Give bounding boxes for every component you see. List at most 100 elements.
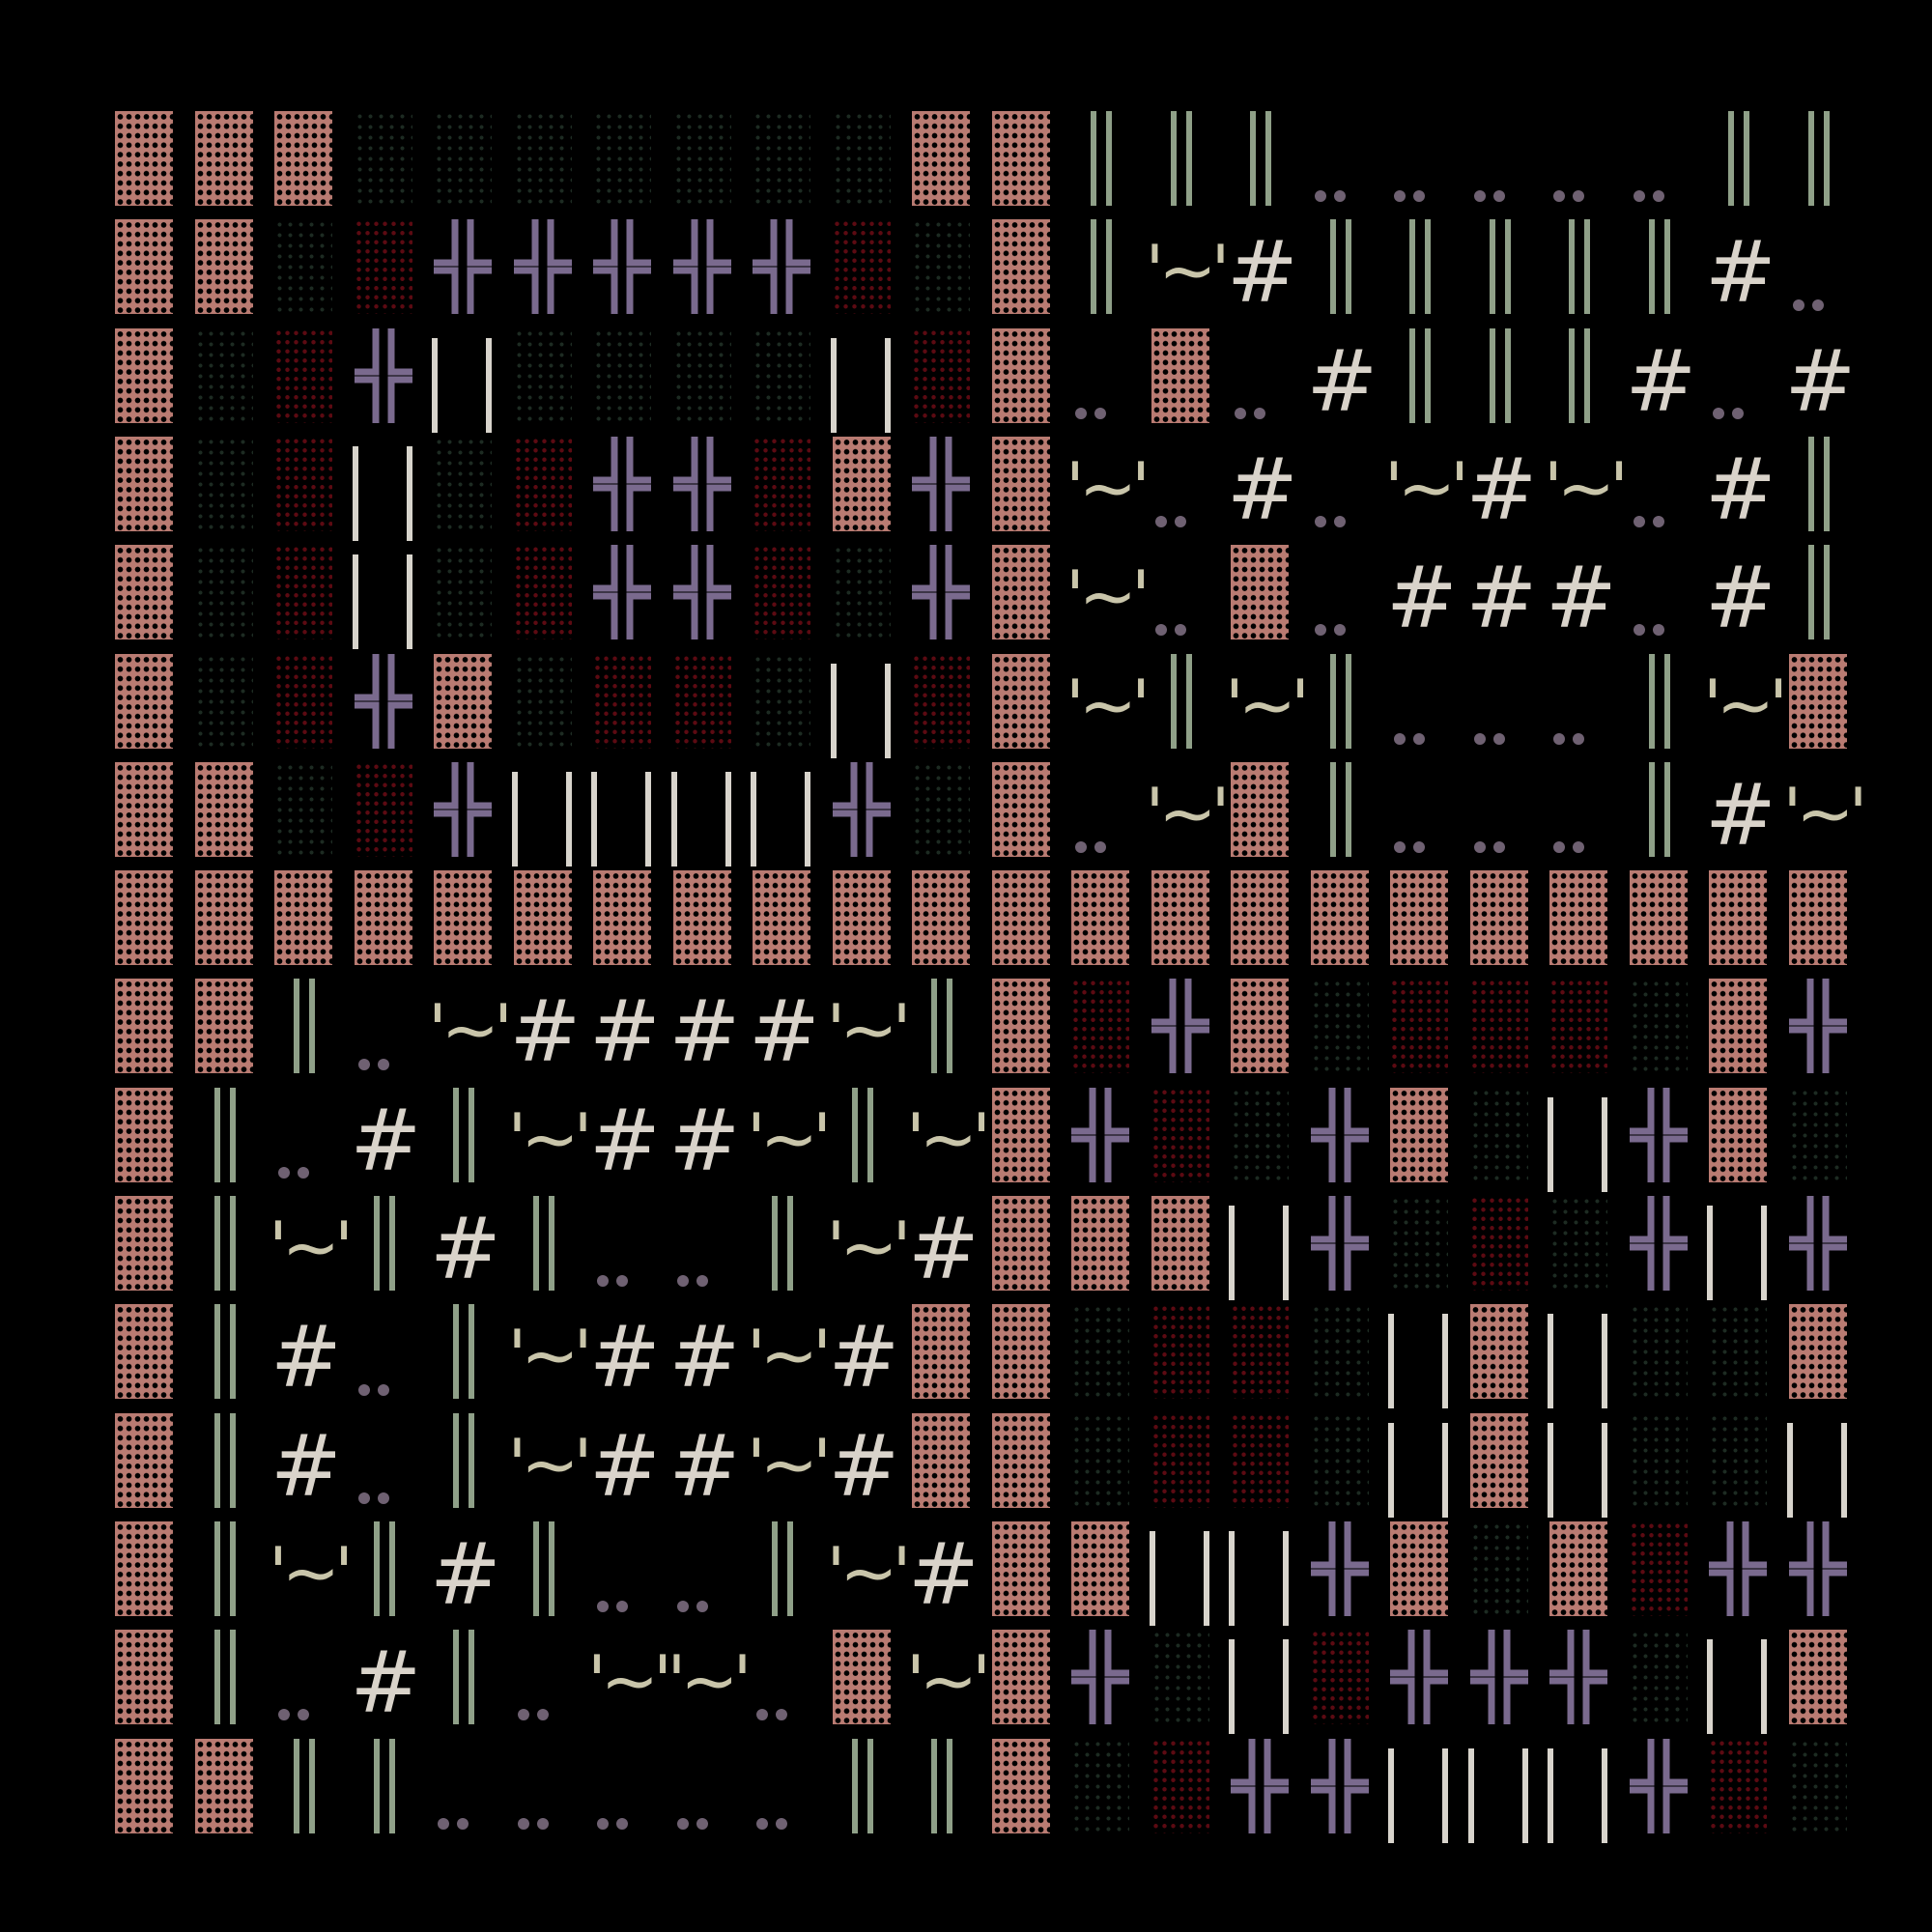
hash-glyph: # — [1227, 439, 1298, 539]
purple-cross-icon — [434, 761, 492, 857]
green-bar-right — [229, 1412, 236, 1508]
dot-right — [377, 1492, 389, 1504]
dot-left — [438, 1817, 449, 1830]
hash-glyph: # — [828, 1307, 900, 1407]
tile-brick-wall — [991, 870, 1072, 979]
tile-purple-cross — [1151, 979, 1232, 1087]
tile-dark-green-floor — [1629, 1630, 1710, 1738]
dot-right — [1492, 732, 1505, 745]
tile-brick-wall — [434, 870, 514, 979]
dot-right — [1573, 732, 1584, 745]
green-bar-left — [1091, 111, 1096, 206]
hash-glyph: # — [828, 1415, 900, 1516]
door-bar-left — [1229, 1530, 1235, 1626]
tile-dark-green-floor — [1071, 1738, 1151, 1847]
tile-dark-green-floor — [1709, 1412, 1789, 1521]
hash-glyph: # — [589, 1090, 661, 1190]
tile-light-door-bars — [1548, 1088, 1630, 1196]
green-floor-pattern — [1629, 979, 1688, 1074]
brick-wall-icon — [1071, 1196, 1129, 1291]
purple-cross-icon — [1469, 1630, 1528, 1725]
door-bar-left — [830, 337, 837, 433]
dot-right — [1492, 841, 1505, 854]
brick-wall-icon — [1390, 1087, 1448, 1182]
green-bar-right — [229, 1520, 236, 1616]
tile-green-double-bar — [1549, 327, 1630, 437]
tile-brick-wall — [1071, 1520, 1151, 1630]
tile-dark-red-floor — [753, 545, 833, 653]
tile-dark-red-floor — [354, 761, 435, 870]
brick-wall-icon — [1469, 870, 1528, 966]
tile-grey-dots — [1311, 111, 1391, 219]
green-bar-right — [309, 979, 315, 1074]
tile-dark-green-floor — [1071, 1412, 1151, 1521]
dot-left — [1553, 841, 1565, 854]
dot-right — [1573, 190, 1584, 203]
tile-green-double-bar — [195, 1087, 275, 1196]
tilde-glyph: '~' — [747, 1423, 832, 1505]
tile-light-door-bars — [670, 762, 753, 870]
tile-hash-glyph: # — [510, 979, 594, 1087]
hash-glyph: # — [668, 981, 741, 1082]
dot-left — [357, 1383, 370, 1396]
tilde-glyph: '~' — [1782, 772, 1868, 854]
purple-cross-icon — [1151, 979, 1209, 1074]
door-bar-right — [1602, 1314, 1607, 1409]
dot-right — [696, 1817, 708, 1830]
tile-grey-dots — [1470, 762, 1550, 870]
tile-hash-glyph: # — [1626, 328, 1710, 437]
tile-dark-red-floor — [1390, 979, 1470, 1087]
green-bar-right — [1663, 219, 1670, 315]
tile-dark-green-floor — [1231, 1087, 1311, 1196]
purple-cross-icon — [593, 545, 651, 640]
brick-wall-icon — [1310, 870, 1369, 966]
tile-grey-dots — [1549, 762, 1630, 870]
tile-brick-wall — [115, 545, 195, 653]
tile-purple-cross — [1310, 1087, 1391, 1196]
purple-cross-icon — [1071, 1630, 1129, 1725]
door-bar-right — [884, 337, 891, 433]
red-floor-pattern — [1151, 1087, 1209, 1182]
purple-cross-icon — [1390, 1630, 1448, 1725]
tile-hash-glyph: # — [270, 1304, 355, 1412]
tile-dark-green-floor — [1469, 1520, 1550, 1630]
red-floor-pattern — [1549, 979, 1607, 1074]
tile-brick-wall — [1469, 870, 1550, 979]
tile-brick-wall — [194, 761, 275, 870]
tile-grey-dots — [1630, 111, 1710, 219]
tile-brick-wall — [115, 1196, 195, 1304]
tile-dark-red-floor — [1151, 1304, 1232, 1412]
green-floor-pattern — [274, 761, 332, 857]
tile-green-double-bar — [1311, 653, 1391, 762]
hash-glyph: # — [668, 1307, 741, 1407]
tile-grey-dots — [1071, 762, 1151, 870]
door-bar-left — [830, 663, 837, 758]
purple-cross-icon — [1629, 1738, 1688, 1833]
tile-green-double-bar — [753, 1196, 833, 1304]
brick-wall-icon — [194, 870, 253, 966]
tile-brick-wall — [1390, 1087, 1470, 1196]
tile-dark-red-floor — [912, 327, 992, 437]
door-bar-left — [511, 771, 518, 867]
tile-brick-wall — [1231, 870, 1311, 979]
purple-cross-icon — [912, 436, 970, 531]
green-bar-left — [1329, 761, 1336, 857]
tile-green-double-bar — [912, 1738, 992, 1847]
tile-grey-dots — [355, 1413, 435, 1521]
tile-brick-wall — [672, 870, 753, 979]
green-bar-left — [453, 1630, 459, 1725]
tile-hash-glyph: # — [669, 979, 753, 1087]
tile-light-door-bars — [591, 762, 673, 870]
tile-hash-glyph: # — [589, 1088, 673, 1196]
red-floor-pattern — [274, 545, 332, 640]
green-bar-right — [229, 1304, 236, 1400]
tilde-glyph: '~' — [1065, 664, 1151, 746]
door-bar-left — [591, 771, 597, 867]
tile-brick-wall — [1788, 870, 1869, 979]
tile-light-door-bars — [1707, 1196, 1789, 1304]
hash-glyph: # — [509, 981, 582, 1082]
brick-wall-icon — [991, 1738, 1050, 1833]
green-floor-pattern — [1549, 1196, 1607, 1291]
dot-right — [1652, 624, 1664, 637]
purple-cross-icon — [593, 436, 651, 531]
